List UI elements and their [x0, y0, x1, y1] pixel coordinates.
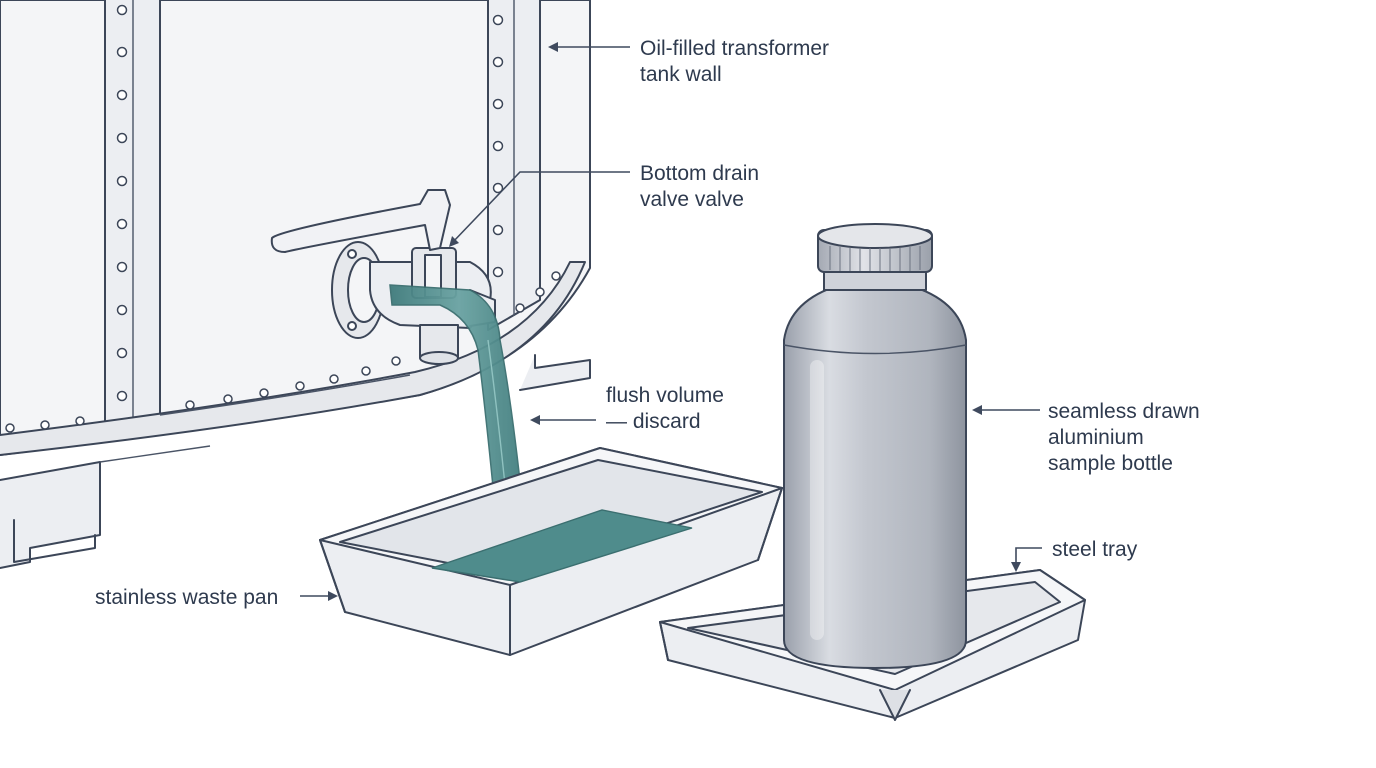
- label-waste-pan: stainless waste pan: [95, 586, 278, 609]
- label-flush-volume: flush volume — discard: [606, 384, 724, 433]
- label-waste-pan-line-1: stainless waste pan: [95, 586, 278, 609]
- label-steel-tray-line-1: steel tray: [1052, 538, 1138, 561]
- label-sample-bottle-line-2: aluminium: [1048, 426, 1144, 449]
- label-flush-volume-line-1: flush volume: [606, 384, 724, 407]
- label-tank-wall-line-2: tank wall: [640, 63, 722, 86]
- label-sample-bottle: seamless drawn aluminium sample bottle: [1048, 400, 1200, 475]
- aluminium-sample-bottle: [783, 223, 967, 669]
- label-sample-bottle-line-3: sample bottle: [1048, 452, 1173, 475]
- label-drain-valve-line-2: valve valve: [640, 188, 744, 211]
- label-sample-bottle-line-1: seamless drawn: [1048, 400, 1200, 423]
- label-steel-tray: steel tray: [1052, 538, 1138, 561]
- label-tank-wall: Oil-filled transformer tank wall: [640, 37, 829, 86]
- leader-lines: [300, 42, 1042, 601]
- label-flush-volume-line-2: — discard: [606, 410, 701, 433]
- label-drain-valve: Bottom drain valve valve: [640, 162, 759, 211]
- label-tank-wall-line-1: Oil-filled transformer: [640, 37, 829, 60]
- label-drain-valve-line-1: Bottom drain: [640, 162, 759, 185]
- stainless-waste-pan: [319, 447, 783, 656]
